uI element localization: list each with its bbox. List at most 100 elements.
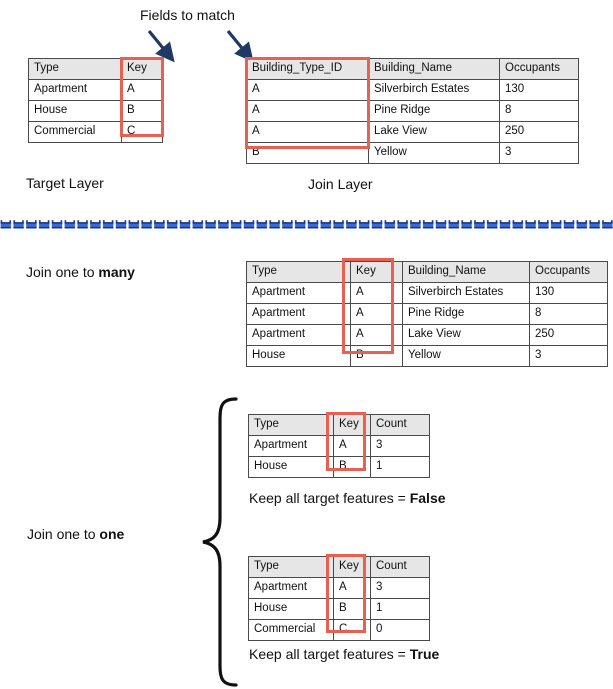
join-one-to-many-emphasis: many xyxy=(98,264,135,280)
col-header-building-name: Building_Name xyxy=(368,58,500,80)
join-one-to-one-prefix: Join one to xyxy=(27,526,100,542)
cell-type: House xyxy=(246,345,351,367)
cell-building-name: Lake View xyxy=(402,324,530,346)
join-one-to-one-true-table: Type Key Count Apartment A 3 House B 1 C… xyxy=(248,556,430,641)
col-header-count: Count xyxy=(370,414,430,436)
cell-building-type-id: A xyxy=(246,79,369,101)
decorative-blue-dashed-divider xyxy=(0,218,613,231)
table-row: Apartment A 3 xyxy=(248,435,430,457)
table-row: House B Yellow 3 xyxy=(246,345,608,367)
cell-occupants: 130 xyxy=(529,282,608,304)
keep-all-true-prefix: Keep all target features = xyxy=(249,646,410,662)
cell-count: 0 xyxy=(370,619,430,641)
cell-occupants: 250 xyxy=(499,121,579,143)
table-row: Commercial C xyxy=(28,121,163,143)
cell-count: 3 xyxy=(370,435,430,457)
table-row: Apartment A Pine Ridge 8 xyxy=(246,303,608,325)
cell-key: B xyxy=(350,345,403,367)
cell-key: B xyxy=(333,598,371,620)
keep-all-true-value: True xyxy=(409,646,440,662)
cell-building-type-id: A xyxy=(246,100,369,122)
join-layer-caption: Join Layer xyxy=(308,176,373,192)
table-row: Apartment A xyxy=(28,79,163,101)
cell-building-name: Lake View xyxy=(368,121,500,143)
table-header-row: Type Key Building_Name Occupants xyxy=(246,261,608,283)
col-header-type: Type xyxy=(248,556,334,578)
cell-occupants: 130 xyxy=(499,79,579,101)
col-header-building-name: Building_Name xyxy=(402,261,530,283)
cell-type: Commercial xyxy=(28,121,122,143)
table-row: House B xyxy=(28,100,163,122)
join-layer-table-wrap: Building_Type_ID Building_Name Occupants… xyxy=(245,57,579,164)
one-to-one-true-table-wrap: Type Key Count Apartment A 3 House B 1 C… xyxy=(248,554,430,641)
cell-building-name: Yellow xyxy=(402,345,530,367)
col-header-building-type-id: Building_Type_ID xyxy=(246,58,369,80)
cell-type: Apartment xyxy=(246,282,351,304)
join-one-to-many-label: Join one to many xyxy=(26,264,135,280)
target-layer-table: Type Key Apartment A House B Commercial … xyxy=(28,58,163,143)
table-header-row: Type Key xyxy=(28,58,163,80)
fields-to-match-label: Fields to match xyxy=(140,7,235,23)
cell-count: 1 xyxy=(370,456,430,478)
table-header-row: Type Key Count xyxy=(248,556,430,578)
cell-type: Apartment xyxy=(246,303,351,325)
col-header-count: Count xyxy=(370,556,430,578)
col-header-key: Key xyxy=(350,261,403,283)
cell-key: C xyxy=(333,619,371,641)
cell-occupants: 8 xyxy=(499,100,579,122)
cell-type: Commercial xyxy=(248,619,334,641)
cell-count: 3 xyxy=(370,577,430,599)
target-layer-caption: Target Layer xyxy=(26,175,104,191)
curly-brace-icon xyxy=(202,397,238,687)
target-layer-table-wrap: Type Key Apartment A House B Commercial … xyxy=(28,57,164,143)
col-header-type: Type xyxy=(248,414,334,436)
col-header-key: Key xyxy=(333,556,371,578)
cell-occupants: 3 xyxy=(499,142,579,164)
join-layer-table: Building_Type_ID Building_Name Occupants… xyxy=(246,58,579,164)
cell-key: B xyxy=(121,100,163,122)
table-row: A Lake View 250 xyxy=(246,121,579,143)
col-header-key: Key xyxy=(121,58,163,80)
cell-key: B xyxy=(333,456,371,478)
join-one-to-one-label: Join one to one xyxy=(27,526,124,542)
cell-key: A xyxy=(350,324,403,346)
one-to-many-table-wrap: Type Key Building_Name Occupants Apartme… xyxy=(246,258,608,367)
cell-key: A xyxy=(333,435,371,457)
table-row: A Silverbirch Estates 130 xyxy=(246,79,579,101)
cell-occupants: 3 xyxy=(529,345,608,367)
join-one-to-many-prefix: Join one to xyxy=(26,264,99,280)
cell-type: House xyxy=(248,456,334,478)
cell-type: Apartment xyxy=(28,79,122,101)
cell-type: Apartment xyxy=(248,435,334,457)
cell-key: A xyxy=(333,577,371,599)
join-one-to-one-emphasis: one xyxy=(99,526,125,542)
cell-occupants: 8 xyxy=(529,303,608,325)
cell-building-name: Silverbirch Estates xyxy=(402,282,530,304)
cell-key: A xyxy=(121,79,163,101)
cell-type: Apartment xyxy=(248,577,334,599)
cell-key: A xyxy=(350,282,403,304)
down-left-arrow-icon xyxy=(147,29,175,63)
cell-type: Apartment xyxy=(246,324,351,346)
table-row: House B 1 xyxy=(248,456,430,478)
cell-key: A xyxy=(350,303,403,325)
cell-building-name: Yellow xyxy=(368,142,500,164)
cell-key: C xyxy=(121,121,163,143)
cell-building-name: Pine Ridge xyxy=(402,303,530,325)
cell-building-type-id: B xyxy=(246,142,369,164)
table-row: Commercial C 0 xyxy=(248,619,430,641)
keep-all-false-value: False xyxy=(409,490,446,506)
cell-type: House xyxy=(28,100,122,122)
table-row: B Yellow 3 xyxy=(246,142,579,164)
col-header-occupants: Occupants xyxy=(499,58,579,80)
col-header-type: Type xyxy=(28,58,122,80)
table-row: House B 1 xyxy=(248,598,430,620)
join-one-to-one-false-table: Type Key Count Apartment A 3 House B 1 xyxy=(248,414,430,478)
col-header-occupants: Occupants xyxy=(529,261,608,283)
keep-all-false-label: Keep all target features = False xyxy=(249,490,446,506)
down-right-arrow-icon xyxy=(226,29,254,63)
cell-type: House xyxy=(248,598,334,620)
cell-count: 1 xyxy=(370,598,430,620)
keep-all-true-label: Keep all target features = True xyxy=(249,646,439,662)
keep-all-false-prefix: Keep all target features = xyxy=(249,490,410,506)
